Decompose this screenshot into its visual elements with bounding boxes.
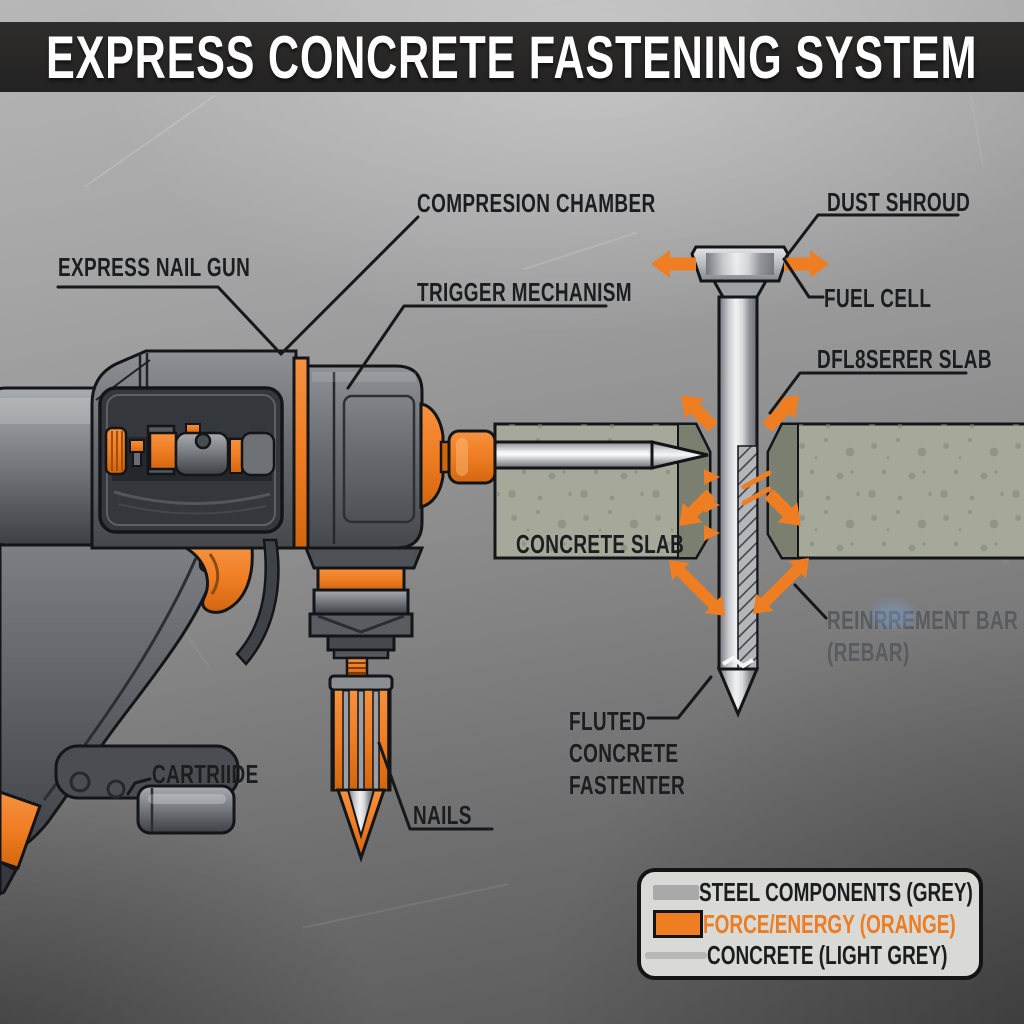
leader-fluted-fastener (646, 675, 713, 720)
leader-deflector-slab (768, 371, 968, 415)
label-trigger-mechanism: TRIGGER MECHANISM (417, 277, 632, 307)
impact-chevrons-icon (704, 469, 772, 541)
concrete-swatch-icon (645, 952, 707, 960)
force-arrow-left-icon (651, 250, 696, 278)
label-cartridge: CARTRIIDE (152, 759, 259, 789)
legend-label-concrete: CONCRETE (LIGHT GREY) (707, 940, 948, 971)
nail-magazine (303, 546, 425, 863)
legend-box: STEEL COMPONENTS (GREY) FORCE/ENERGY (OR… (637, 868, 983, 980)
gun-mechanism-window (98, 386, 284, 534)
force-swatch-icon (653, 910, 703, 938)
label-concrete-slab: CONCRETE SLAB (516, 529, 685, 559)
blue-smudge-artifact (872, 602, 914, 628)
leader-lines (56, 213, 968, 831)
gun-chamber-block (306, 364, 424, 550)
page-title: EXPRESS CONCRETE FASTENING SYSTEM (46, 23, 978, 91)
gun-cartridge (136, 784, 236, 835)
leader-nails (377, 741, 494, 831)
trigger-lever (235, 538, 280, 666)
leader-compression-chamber (279, 215, 420, 356)
label-deflector-slab: DFL8SERER SLAB (817, 344, 992, 374)
leader-cartridge (126, 777, 152, 796)
leader-express-nail-gun (56, 285, 283, 356)
steel-swatch-icon (653, 884, 699, 900)
label-express-nail-gun: EXPRESS NAIL GUN (58, 252, 251, 282)
legend-item-concrete: CONCRETE (LIGHT GREY) (645, 940, 967, 971)
leader-rebar (793, 583, 828, 620)
label-nails: NAILS (413, 800, 472, 830)
concrete-slab-right (766, 422, 1024, 560)
label-dust-shroud: DUST SHROUD (827, 187, 971, 217)
force-arrows (651, 250, 829, 625)
title-bar: EXPRESS CONCRETE FASTENING SYSTEM (0, 22, 1024, 92)
label-fuel-cell: FUEL CELL (824, 283, 932, 313)
gun-trigger (180, 546, 254, 614)
piston-block (148, 431, 178, 471)
leader-dust-shroud (784, 213, 960, 259)
fluted-nail (330, 688, 392, 863)
label-rebar: REINRREMENT BAR (REBAR) (827, 605, 1019, 667)
legend-item-steel: STEEL COMPONENTS (GREY) (653, 877, 973, 908)
force-arrow-right-icon (784, 250, 829, 278)
label-compression-chamber: COMPRESION CHAMBER (417, 188, 656, 218)
leader-fuel-cell (782, 257, 825, 299)
gun-grip (0, 543, 240, 896)
legend-label-steel: STEEL COMPONENTS (GREY) (699, 876, 973, 907)
horizontal-nail (484, 440, 709, 470)
label-fluted-fastener: FLUTED CONCRETE FASTENTER (569, 706, 686, 800)
legend-item-force: FORCE/ENERGY (ORANGE) (653, 909, 967, 940)
legend-label-force: FORCE/ENERGY (ORANGE) (703, 908, 956, 939)
gun-nozzle (419, 402, 497, 509)
leader-trigger-mechanism (346, 304, 608, 390)
body-seam (292, 356, 310, 550)
nail-gun (0, 349, 497, 896)
